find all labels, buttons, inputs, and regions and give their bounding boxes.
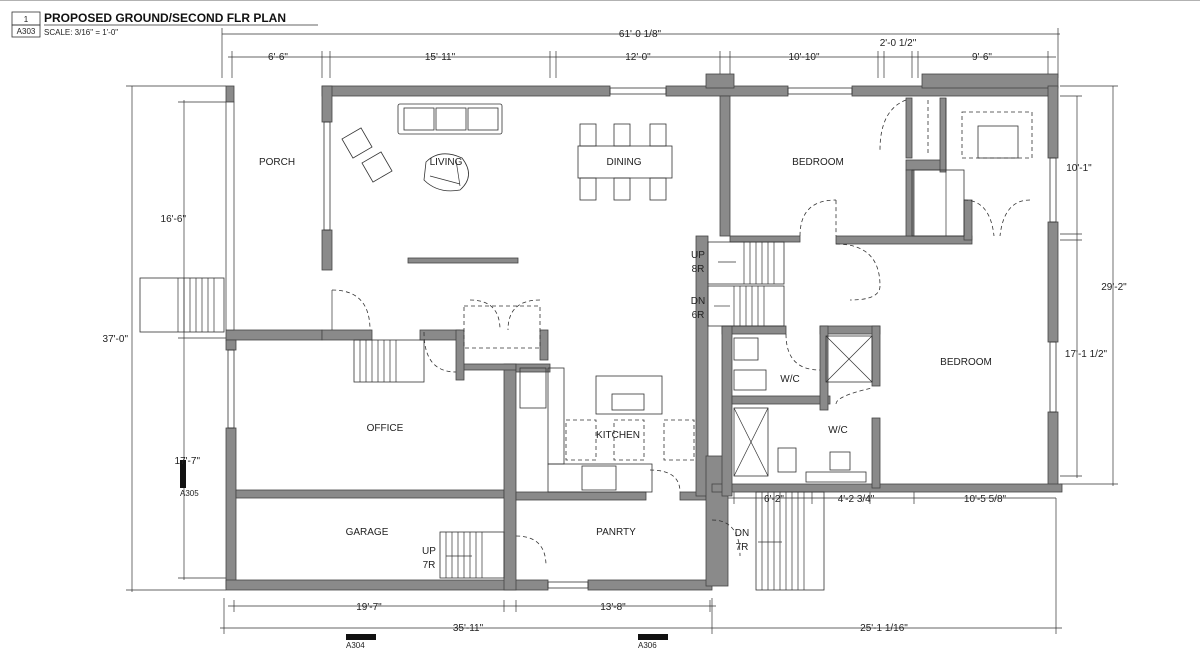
title-number: 1 [24,15,29,24]
room-labels: PORCH LIVING DINING BEDROOM BEDROOM OFFI… [259,157,992,538]
room-kitchen: KITCHEN [596,430,640,441]
windows [227,87,1057,589]
title-sheet: A303 [17,27,36,36]
dim-inner-1: 6'-2" [764,494,784,505]
section-mark-a306: A306 [638,641,657,650]
doors [331,99,1031,567]
furniture [341,103,965,493]
dim-left-2: 17'-7" [175,456,201,467]
dim-left-overall: 37'-0" [103,334,129,345]
title-scale: SCALE: 3/16" = 1'-0" [44,28,118,37]
walls [225,73,1063,591]
section-mark-a305: A305 [180,489,199,498]
stair-dn-7r-label-b: 7R [736,542,749,553]
stair-up-7r-label-b: 7R [423,560,436,571]
dim-bottom-overall-right: 25'-1 1/16" [860,623,908,634]
dim-top-5: 2'-0 1/2" [880,38,917,49]
stair-dn-6r-label-a: DN [691,296,705,307]
stair-labels: UP 8R DN 6R UP 7R DN 7R [422,250,749,571]
section-mark-a304: A304 [346,641,365,650]
dim-top-3: 12'-0" [625,52,651,63]
room-office: OFFICE [367,423,404,434]
dim-top-1: 6'-6" [268,52,288,63]
room-porch: PORCH [259,157,295,168]
dim-bottom-2: 13'-8" [600,602,626,613]
room-dining: DINING [607,157,642,168]
stair-up-7r-label-a: UP [422,546,436,557]
dim-top-2: 15'-11" [425,52,456,63]
porch-steps [139,277,225,333]
title-name: PROPOSED GROUND/SECOND FLR PLAN [44,11,286,25]
stair-dn-7r-label-a: DN [735,528,749,539]
stairs [353,241,825,591]
room-wc-1: W/C [780,374,799,385]
room-bedroom-2: BEDROOM [940,357,992,368]
room-living: LIVING [430,157,463,168]
room-garage: GARAGE [346,527,389,538]
title-block: 1 A303 PROPOSED GROUND/SECOND FLR PLAN S… [11,11,318,38]
dim-top-4: 10'-10" [788,52,819,63]
bedroom-closets [927,98,1033,236]
dim-inner-2: 4'-2 3/4" [838,494,875,505]
dim-top-overall: 61'-0 1/8" [619,29,662,40]
section-markers: A304 A306 A305 [180,460,668,650]
dim-bottom-overall-left: 35'-11" [453,623,484,634]
room-wc-2: W/C [828,425,847,436]
dim-right-1: 10'-1" [1066,163,1092,174]
dim-bottom-1: 19'-7" [356,602,382,613]
room-bedroom-1: BEDROOM [792,157,844,168]
dim-right-2: 17'-1 1/2" [1065,349,1108,360]
room-pantry: PANRTY [596,527,636,538]
dim-inner-3: 10'-5 5/8" [964,494,1007,505]
dim-left-1: 16'-6" [161,214,187,225]
dim-right-overall: 29'-2" [1101,282,1127,293]
dimension-labels: 61'-0 1/8" 6'-6" 15'-11" 12'-0" 10'-10" … [103,29,1128,634]
stair-dn-6r-label-b: 6R [692,310,705,321]
dimension-lines [126,28,1118,634]
stair-up-8r-label-b: 8R [692,264,705,275]
dim-top-6: 9'-6" [972,52,992,63]
stair-up-8r-label-a: UP [691,250,705,261]
